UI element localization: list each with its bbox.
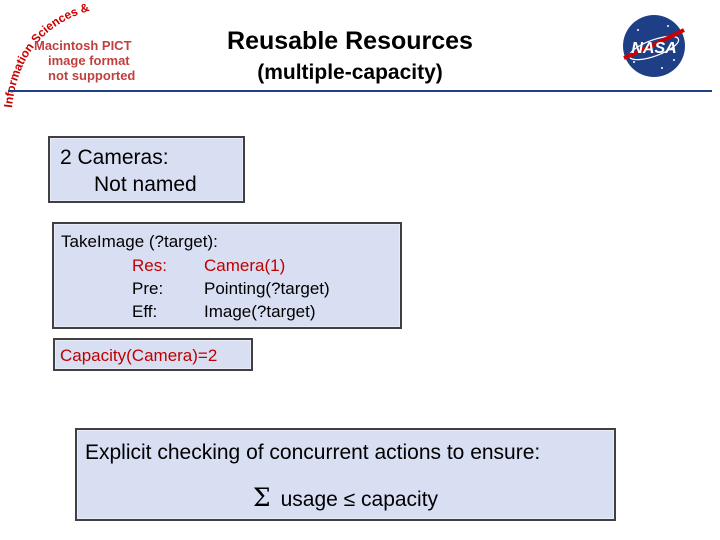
action-box: TakeImage (?target): Res: Camera(1) Pre:…	[52, 222, 402, 329]
pre-label: Pre:	[132, 279, 164, 298]
slide-subtitle: (multiple-capacity)	[257, 61, 443, 84]
pict-line-1: Macintosh PICT	[34, 38, 132, 53]
pict-line-3: not supported	[48, 68, 136, 83]
slide-title: Reusable Resources	[227, 27, 473, 55]
capacity-box: Capacity(Camera)=2	[53, 338, 253, 371]
pre-value: Pointing(?target)	[204, 279, 330, 298]
sigma-symbol: Σ	[252, 483, 271, 512]
nasa-text: NASA	[631, 40, 676, 57]
action-header: TakeImage (?target):	[61, 232, 218, 251]
check-text: Explicit checking of concurrent actions …	[85, 441, 541, 464]
capacity-text: Capacity(Camera)=2	[60, 346, 218, 365]
res-label: Res:	[132, 256, 167, 275]
pict-line-2: image format	[48, 53, 130, 68]
eff-value: Image(?target)	[204, 302, 316, 321]
cameras-naming: Not named	[94, 173, 197, 196]
header-rule	[8, 90, 712, 92]
cameras-count: 2 Cameras:	[60, 146, 169, 169]
check-box: Explicit checking of concurrent actions …	[75, 428, 616, 521]
nasa-logo-icon: NASA	[623, 15, 685, 77]
res-value: Camera(1)	[204, 256, 286, 275]
cameras-box: 2 Cameras: Not named	[48, 136, 245, 203]
logo-left: Information Sciences & Technology Macint…	[0, 0, 170, 115]
constraint-text: usage ≤ capacity	[280, 488, 439, 511]
pict-placeholder: Macintosh PICT image format not supporte…	[34, 38, 174, 83]
eff-label: Eff:	[132, 302, 158, 321]
